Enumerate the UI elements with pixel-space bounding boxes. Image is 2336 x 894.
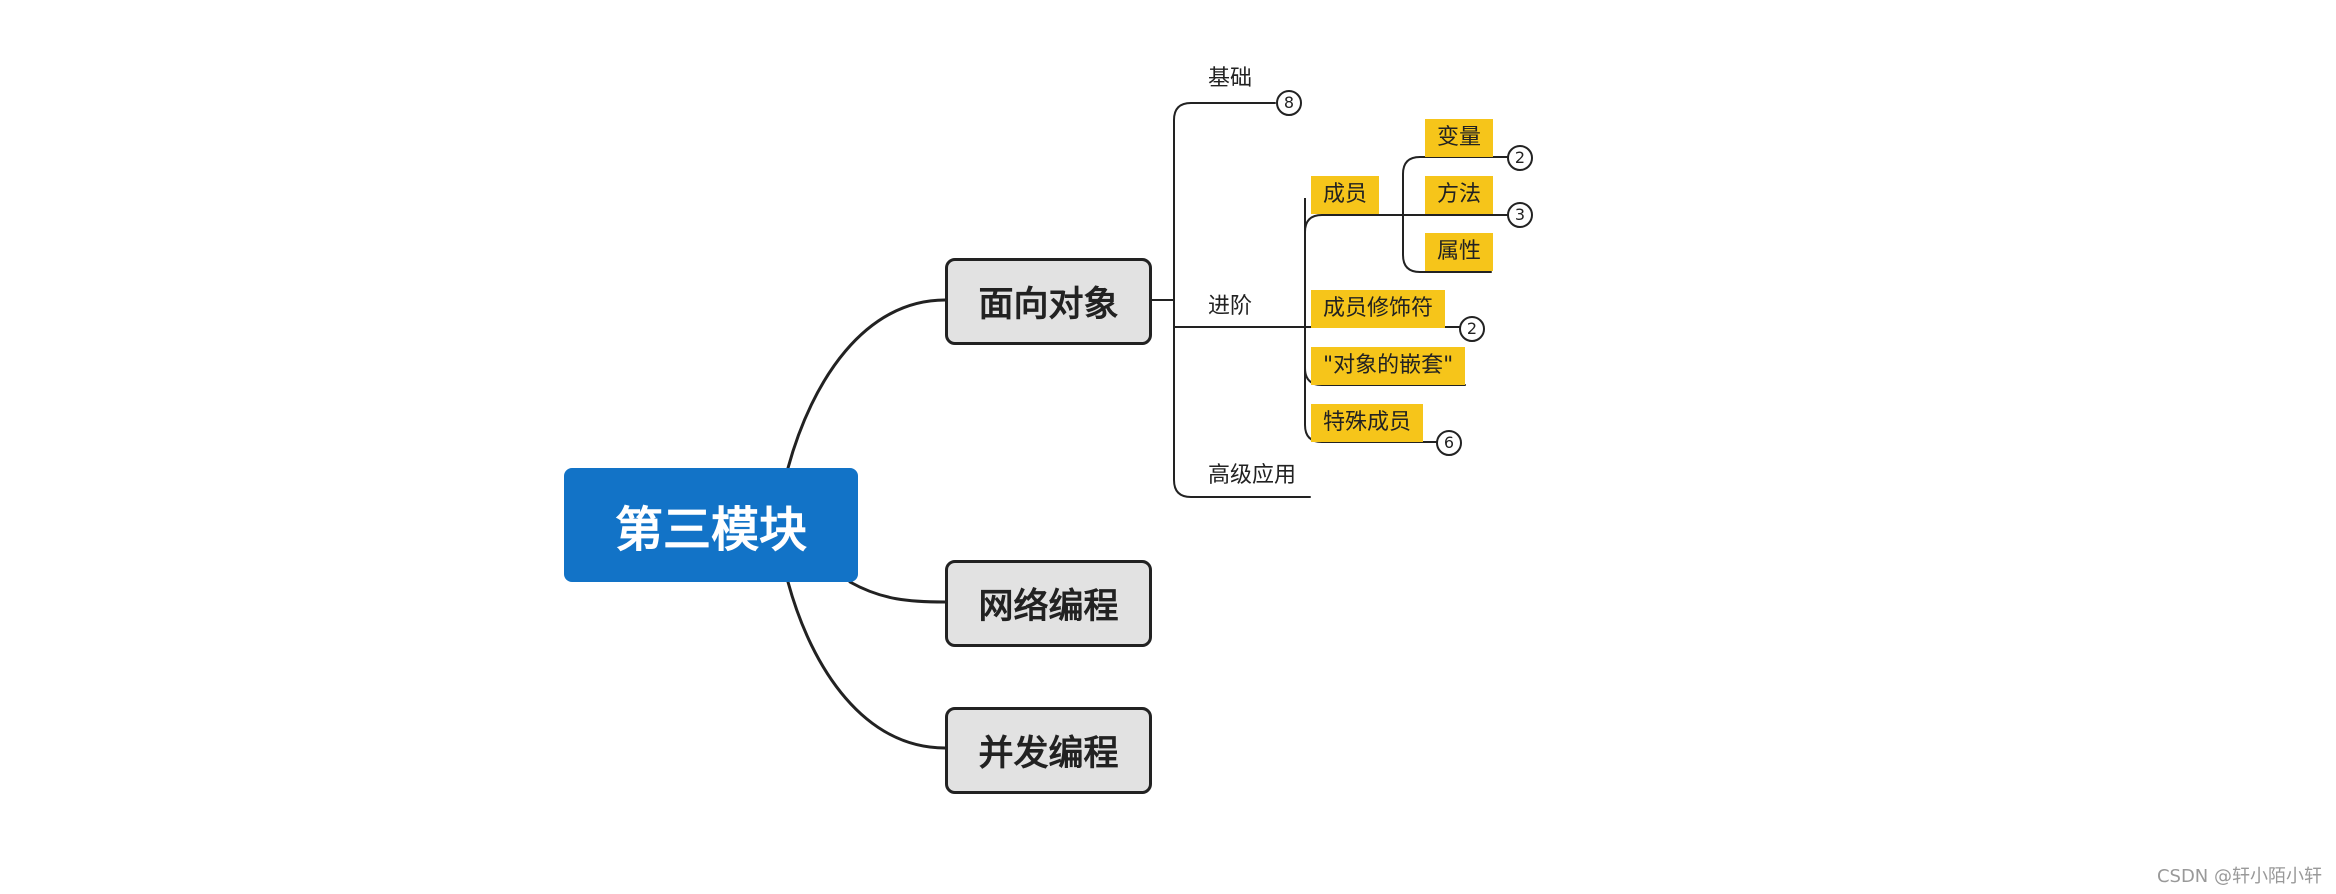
topic-special-members[interactable]: 特殊成员 [1311,404,1424,442]
topic-modifiers[interactable]: 成员修饰符 [1311,290,1446,328]
topic-nesting[interactable]: "对象的嵌套" [1311,347,1466,385]
topic-methods[interactable]: 方法 [1425,176,1494,214]
collapsed-count-badge[interactable]: 3 [1507,202,1533,228]
collapsed-count-badge[interactable]: 6 [1436,430,1462,456]
topic-advanced[interactable]: 进阶 [1208,294,1253,319]
topic-variables[interactable]: 变量 [1425,119,1494,157]
branch-oop[interactable]: 面向对象 [945,258,1152,345]
central-topic[interactable]: 第三模块 [564,468,858,582]
collapsed-count-badge[interactable]: 2 [1507,145,1533,171]
collapsed-count-badge[interactable]: 2 [1459,316,1485,342]
branch-network[interactable]: 网络编程 [945,560,1152,647]
branch-concurrency[interactable]: 并发编程 [945,707,1152,794]
topic-applied[interactable]: 高级应用 [1208,463,1297,488]
watermark: CSDN @轩小陌小轩 [2156,866,2322,887]
collapsed-count-badge[interactable]: 8 [1276,90,1302,116]
topic-members[interactable]: 成员 [1311,176,1380,214]
topic-properties[interactable]: 属性 [1425,233,1494,271]
topic-basics[interactable]: 基础 [1208,66,1253,91]
